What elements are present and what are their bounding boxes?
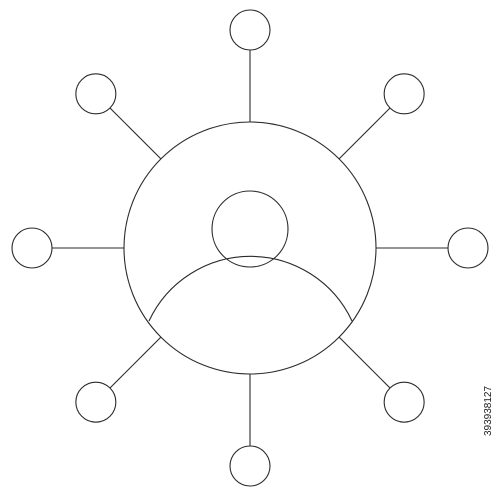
connector-line <box>338 336 391 389</box>
stock-id-text: 393938127 <box>483 386 494 437</box>
satellite-node <box>11 227 53 269</box>
central-circle <box>123 121 377 375</box>
user-head-icon <box>211 190 289 268</box>
satellite-node <box>229 9 271 51</box>
satellite-node <box>75 73 117 115</box>
connector-line <box>109 336 162 389</box>
satellite-node <box>383 73 425 115</box>
satellite-node <box>447 227 489 269</box>
user-body-icon <box>148 255 353 322</box>
satellite-node <box>229 445 271 487</box>
satellite-node <box>383 381 425 423</box>
connector-line <box>109 107 162 160</box>
satellite-node <box>75 381 117 423</box>
connector-line <box>338 107 391 160</box>
